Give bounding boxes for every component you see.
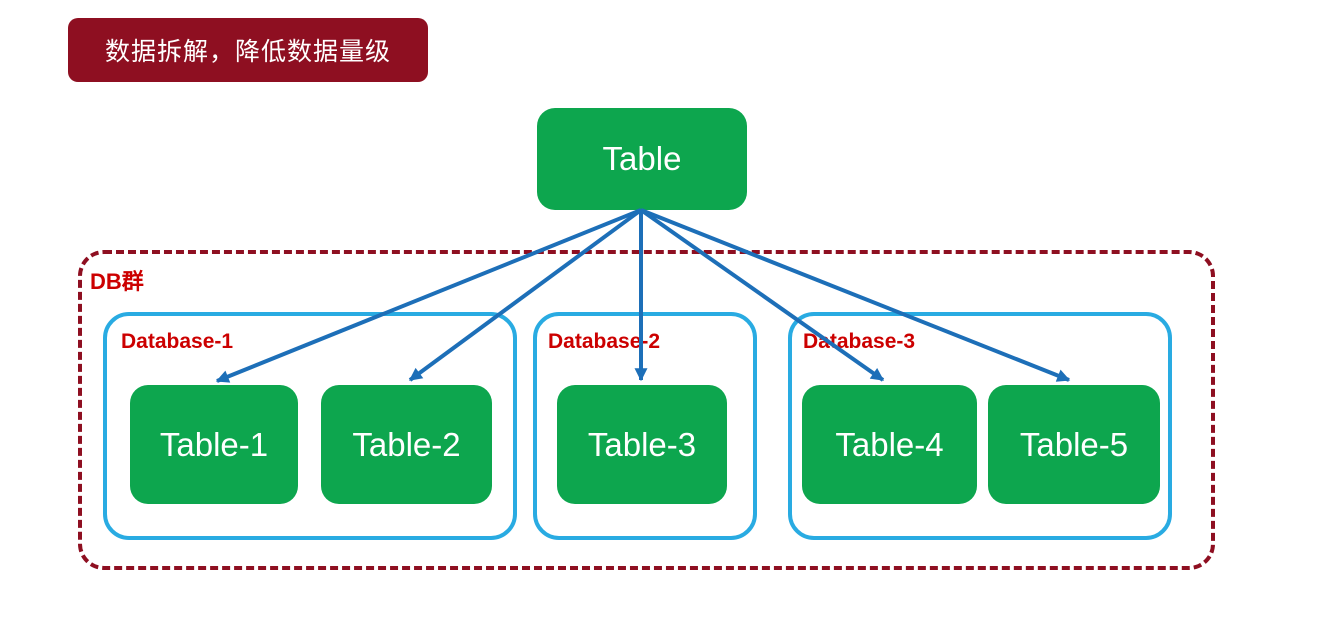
- table-5-label: Table-5: [1019, 425, 1129, 463]
- table-5-node: Table-5: [988, 385, 1160, 504]
- title-banner-text: 数据拆解，降低数据量级: [104, 37, 391, 66]
- root-table-node: Table: [537, 108, 747, 210]
- table-3-node: Table-3: [557, 385, 727, 504]
- db-cluster-label: DB群: [90, 269, 144, 294]
- database-1-label: Database-1: [121, 330, 234, 353]
- database-2-label: Database-2: [548, 330, 661, 353]
- root-table-label: Table: [602, 140, 682, 177]
- table-2-label: Table-2: [352, 425, 461, 463]
- table-1-label: Table-1: [159, 425, 269, 463]
- table-1-node: Table-1: [130, 385, 298, 504]
- database-3-label: Database-3: [803, 330, 916, 353]
- table-4-node: Table-4: [802, 385, 977, 504]
- table-2-node: Table-2: [321, 385, 492, 504]
- table-4-label: Table-4: [835, 425, 944, 463]
- title-banner: 数据拆解，降低数据量级: [68, 18, 428, 82]
- table-3-label: Table-3: [587, 425, 697, 463]
